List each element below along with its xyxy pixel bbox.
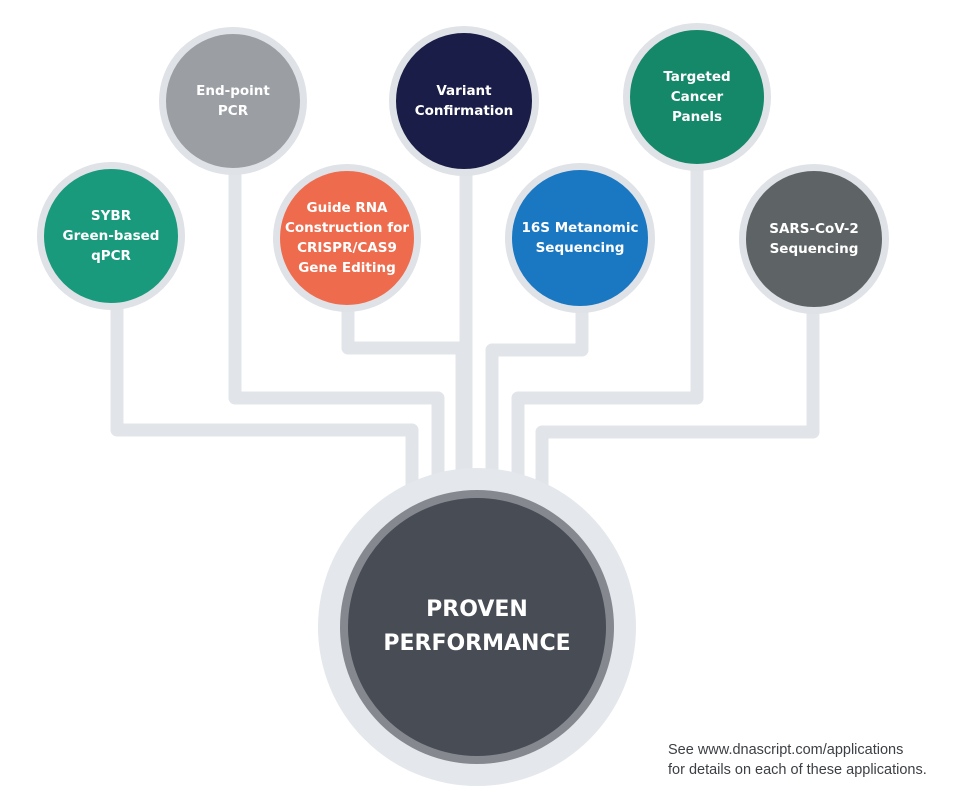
app-circle-variant-confirmation: Variant Confirmation [389,26,539,176]
footnote-line-1: See www.dnascript.com/applications [668,742,904,758]
app-circle-end-point-pcr: End-point PCR [159,27,307,175]
app-label-sybr-qpcr: SYBR Green-based qPCR [62,208,160,264]
app-label-guide-rna: Guide RNA Construction for CRISPR/CAS9 G… [284,200,410,276]
app-circle-sars-cov-2: SARS-CoV-2 Sequencing [739,164,889,314]
hub-circle: PROVEN PERFORMANCE [348,498,606,756]
connector-sars-cov-2 [535,299,820,515]
connector-end-point-pcr [228,163,445,497]
app-label-variant-confirmation: Variant Confirmation [414,83,514,119]
app-circle-16s-metanomic: 16S Metanomic Sequencing [505,163,655,313]
app-label-targeted-cancer-panels: Targeted Cancer Panels [663,69,731,125]
app-label-sars-cov-2: SARS-CoV-2 Sequencing [769,221,859,257]
footnote: See www.dnascript.com/applications for d… [668,740,974,780]
app-circle-sybr-qpcr: SYBR Green-based qPCR [37,162,185,310]
connector-targeted-cancer-panels [511,159,704,497]
connector-sybr-qpcr [110,297,419,515]
app-circle-guide-rna: Guide RNA Construction for CRISPR/CAS9 G… [273,164,421,312]
footnote-line-2: for details on each of these application… [668,762,927,778]
app-label-end-point-pcr: End-point PCR [196,83,270,119]
app-label-16s-metanomic: 16S Metanomic Sequencing [521,220,639,256]
connector-16s-metanomic [485,301,589,489]
app-circle-targeted-cancer-panels: Targeted Cancer Panels [623,23,771,171]
hub-label: PROVEN PERFORMANCE [383,597,571,656]
